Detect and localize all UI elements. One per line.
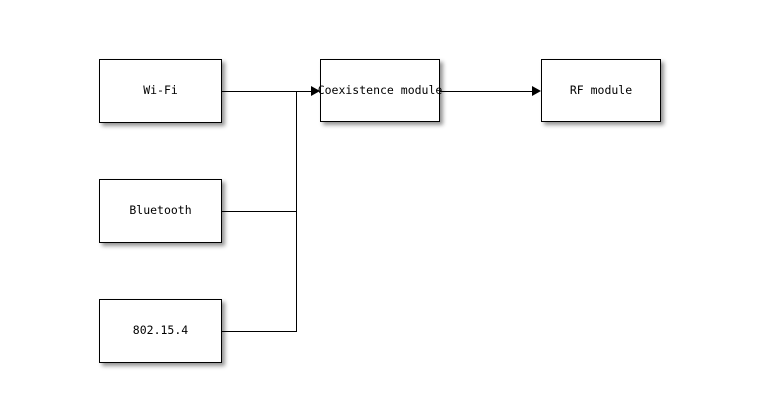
node-rf-module[interactable]: RF module	[541, 59, 661, 122]
edge-wifi-to-coexistence	[222, 91, 312, 92]
node-bluetooth[interactable]: Bluetooth	[99, 179, 222, 243]
node-rf-module-label: RF module	[569, 82, 633, 97]
arrowhead-into-rf-module-icon	[532, 86, 541, 96]
node-802-15-4[interactable]: 802.15.4	[99, 299, 222, 363]
node-coexistence-module[interactable]: Coexistence module	[317, 59, 443, 122]
edge-802-15-4-to-bus	[222, 331, 297, 332]
node-wifi-label: Wi-Fi	[143, 83, 178, 98]
node-wifi[interactable]: Wi-Fi	[99, 59, 222, 123]
node-coexistence-module-label: Coexistence module	[317, 82, 443, 97]
edge-coexistence-to-rf	[440, 91, 534, 92]
edge-bluetooth-to-bus	[222, 211, 297, 212]
node-802-15-4-label: 802.15.4	[132, 323, 189, 338]
node-bluetooth-label: Bluetooth	[129, 203, 192, 218]
arrowhead-into-coexistence-icon	[311, 86, 320, 96]
